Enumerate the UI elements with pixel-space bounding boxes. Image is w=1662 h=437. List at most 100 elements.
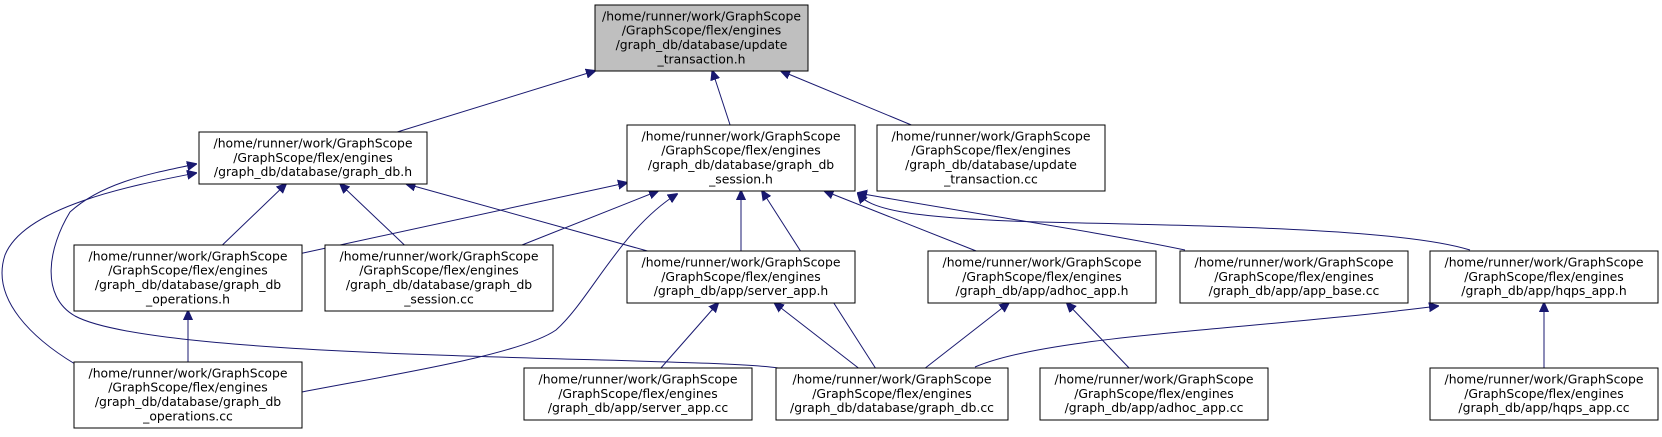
node-graph-db-session-h[interactable]: /home/runner/work/GraphScope/GraphScope/… <box>626 124 856 192</box>
edge-graph_db_cc-to-graph_db_h <box>50 164 779 369</box>
node-label-line: /GraphScope/flex/engines <box>911 143 1071 158</box>
edge-arrow <box>781 71 912 126</box>
edge-arrow <box>974 306 1438 368</box>
node-server-app-cc[interactable]: /home/runner/work/GraphScope/GraphScope/… <box>523 367 753 421</box>
node-label-line: /graph_db/app/app_base.cc <box>1209 283 1380 298</box>
node-label-line: /home/runner/work/GraphScope <box>539 372 738 387</box>
node-label-line: /GraphScope/flex/engines <box>622 23 782 38</box>
node-label-line: /graph_db/database/graph_db <box>346 277 532 292</box>
nodes-layer: /home/runner/work/GraphScope/GraphScope/… <box>73 4 1659 429</box>
edge-graph_db_session_h-to-update_transaction_h <box>712 71 731 126</box>
edge-arrow <box>50 164 779 369</box>
edge-graph_db_operations_cc-to-graph_db_h <box>1 173 196 365</box>
edge-graph_db_session_cc-to-graph_db_h <box>340 184 405 246</box>
node-label-line: /graph_db/app/server_app.h <box>654 283 829 298</box>
node-label-line: _operations.cc <box>142 408 233 423</box>
node-label-line: /GraphScope/flex/engines <box>359 263 519 278</box>
node-label-line: /home/runner/work/GraphScope <box>1055 372 1254 387</box>
node-label-line: /GraphScope/flex/engines <box>233 150 393 165</box>
edge-arrow <box>858 194 1471 251</box>
node-box <box>523 367 753 421</box>
node-label-line: /home/runner/work/GraphScope <box>1195 255 1394 270</box>
node-label-line: _session.h <box>708 171 773 186</box>
node-label-line: /graph_db/database/graph_db.cc <box>790 400 994 415</box>
node-label-line: /graph_db/database/update <box>616 37 788 52</box>
node-label-line: /GraphScope/flex/engines <box>1074 386 1234 401</box>
edge-arrow <box>340 184 405 246</box>
node-label-line: /home/runner/work/GraphScope <box>642 255 841 270</box>
node-graph-db-operations-cc[interactable]: /home/runner/work/GraphScope/GraphScope/… <box>73 361 303 429</box>
node-label-line: /GraphScope/flex/engines <box>1214 269 1374 284</box>
node-server-app-h[interactable]: /home/runner/work/GraphScope/GraphScope/… <box>626 250 856 304</box>
node-label-line: /graph_db/app/server_app.cc <box>548 400 729 415</box>
edge-arrow <box>1 173 196 365</box>
node-label-line: _transaction.h <box>657 51 746 66</box>
edge-graph_db_operations_h-to-graph_db_session_h <box>301 183 627 254</box>
node-label-line: /home/runner/work/GraphScope <box>602 8 801 23</box>
node-label-line: /GraphScope/flex/engines <box>1464 386 1624 401</box>
node-label-line: /GraphScope/flex/engines <box>812 386 972 401</box>
edge-arrow <box>924 303 1008 369</box>
node-label-line: /graph_db/database/graph_db <box>95 394 281 409</box>
node-label-line: /home/runner/work/GraphScope <box>89 365 288 380</box>
node-label-line: /home/runner/work/GraphScope <box>214 136 413 151</box>
edges-layer <box>1 71 1544 393</box>
node-graph-db-h[interactable]: /home/runner/work/GraphScope/GraphScope/… <box>198 131 428 185</box>
edge-arrow <box>712 71 731 126</box>
edge-arrow <box>1067 303 1130 369</box>
edge-arrow <box>521 191 658 246</box>
node-label-line: /graph_db/database/graph_db <box>95 277 281 292</box>
edge-graph_db_session_cc-to-graph_db_session_h <box>521 191 658 246</box>
node-box <box>775 367 1009 421</box>
node-box <box>73 244 303 312</box>
node-hqps-app-h[interactable]: /home/runner/work/GraphScope/GraphScope/… <box>1429 250 1659 304</box>
edge-arrow <box>775 303 859 369</box>
edge-arrow <box>825 191 977 252</box>
node-label-line: /graph_db/database/graph_db.h <box>214 164 412 179</box>
edge-graph_db_h-to-update_transaction_h <box>397 71 595 133</box>
edge-graph_db_cc-to-adhoc_app_h <box>924 303 1008 369</box>
node-label-line: /home/runner/work/GraphScope <box>793 372 992 387</box>
node-graph-db-cc[interactable]: /home/runner/work/GraphScope/GraphScope/… <box>775 367 1009 421</box>
node-label-line: /GraphScope/flex/engines <box>661 269 821 284</box>
node-graph-db-operations-h[interactable]: /home/runner/work/GraphScope/GraphScope/… <box>73 244 303 312</box>
node-label-line: /graph_db/app/adhoc_app.cc <box>1065 400 1244 415</box>
node-label-line: _transaction.cc <box>943 171 1038 186</box>
node-box <box>626 124 856 192</box>
edge-arrow <box>407 184 648 252</box>
node-adhoc-app-cc[interactable]: /home/runner/work/GraphScope/GraphScope/… <box>1039 367 1269 421</box>
node-box <box>594 4 809 72</box>
node-label-line: /home/runner/work/GraphScope <box>1445 372 1644 387</box>
node-update-transaction-cc[interactable]: /home/runner/work/GraphScope/GraphScope/… <box>876 124 1106 192</box>
edge-adhoc_app_h-to-graph_db_session_h <box>825 191 977 252</box>
node-label-line: /home/runner/work/GraphScope <box>89 248 288 263</box>
node-box <box>927 250 1157 304</box>
edge-server_app_cc-to-server_app_h <box>660 303 718 369</box>
node-box <box>626 250 856 304</box>
edge-graph_db_operations_cc-to-graph_db_session_h <box>301 194 677 393</box>
node-label-line: _session.cc <box>403 291 474 306</box>
edge-server_app_h-to-graph_db_h <box>407 184 648 252</box>
edge-arrow <box>660 303 718 369</box>
node-label-line: /home/runner/work/GraphScope <box>943 255 1142 270</box>
node-box <box>324 244 554 312</box>
node-label-line: /graph_db/database/update <box>905 157 1077 172</box>
edge-arrow <box>397 71 595 133</box>
node-label-line: /home/runner/work/GraphScope <box>340 248 539 263</box>
node-label-line: /GraphScope/flex/engines <box>661 143 821 158</box>
node-box <box>1179 250 1409 304</box>
node-label-line: /home/runner/work/GraphScope <box>642 128 841 143</box>
node-app-base-cc[interactable]: /home/runner/work/GraphScope/GraphScope/… <box>1179 250 1409 304</box>
node-adhoc-app-h[interactable]: /home/runner/work/GraphScope/GraphScope/… <box>927 250 1157 304</box>
node-label-line: /graph_db/app/adhoc_app.h <box>955 283 1128 298</box>
edge-graph_db_cc-to-hqps_app_h <box>974 306 1438 368</box>
edge-graph_db_operations_h-to-graph_db_h <box>222 184 286 246</box>
node-label-line: /GraphScope/flex/engines <box>962 269 1122 284</box>
node-label-line: /graph_db/app/hqps_app.h <box>1461 283 1626 298</box>
edge-update_transaction_cc-to-update_transaction_h <box>781 71 912 126</box>
node-graph-db-session-cc[interactable]: /home/runner/work/GraphScope/GraphScope/… <box>324 244 554 312</box>
edge-arrow <box>301 183 627 254</box>
node-label-line: /GraphScope/flex/engines <box>558 386 718 401</box>
node-label-line: /home/runner/work/GraphScope <box>892 128 1091 143</box>
node-hqps-app-cc[interactable]: /home/runner/work/GraphScope/GraphScope/… <box>1429 367 1659 421</box>
